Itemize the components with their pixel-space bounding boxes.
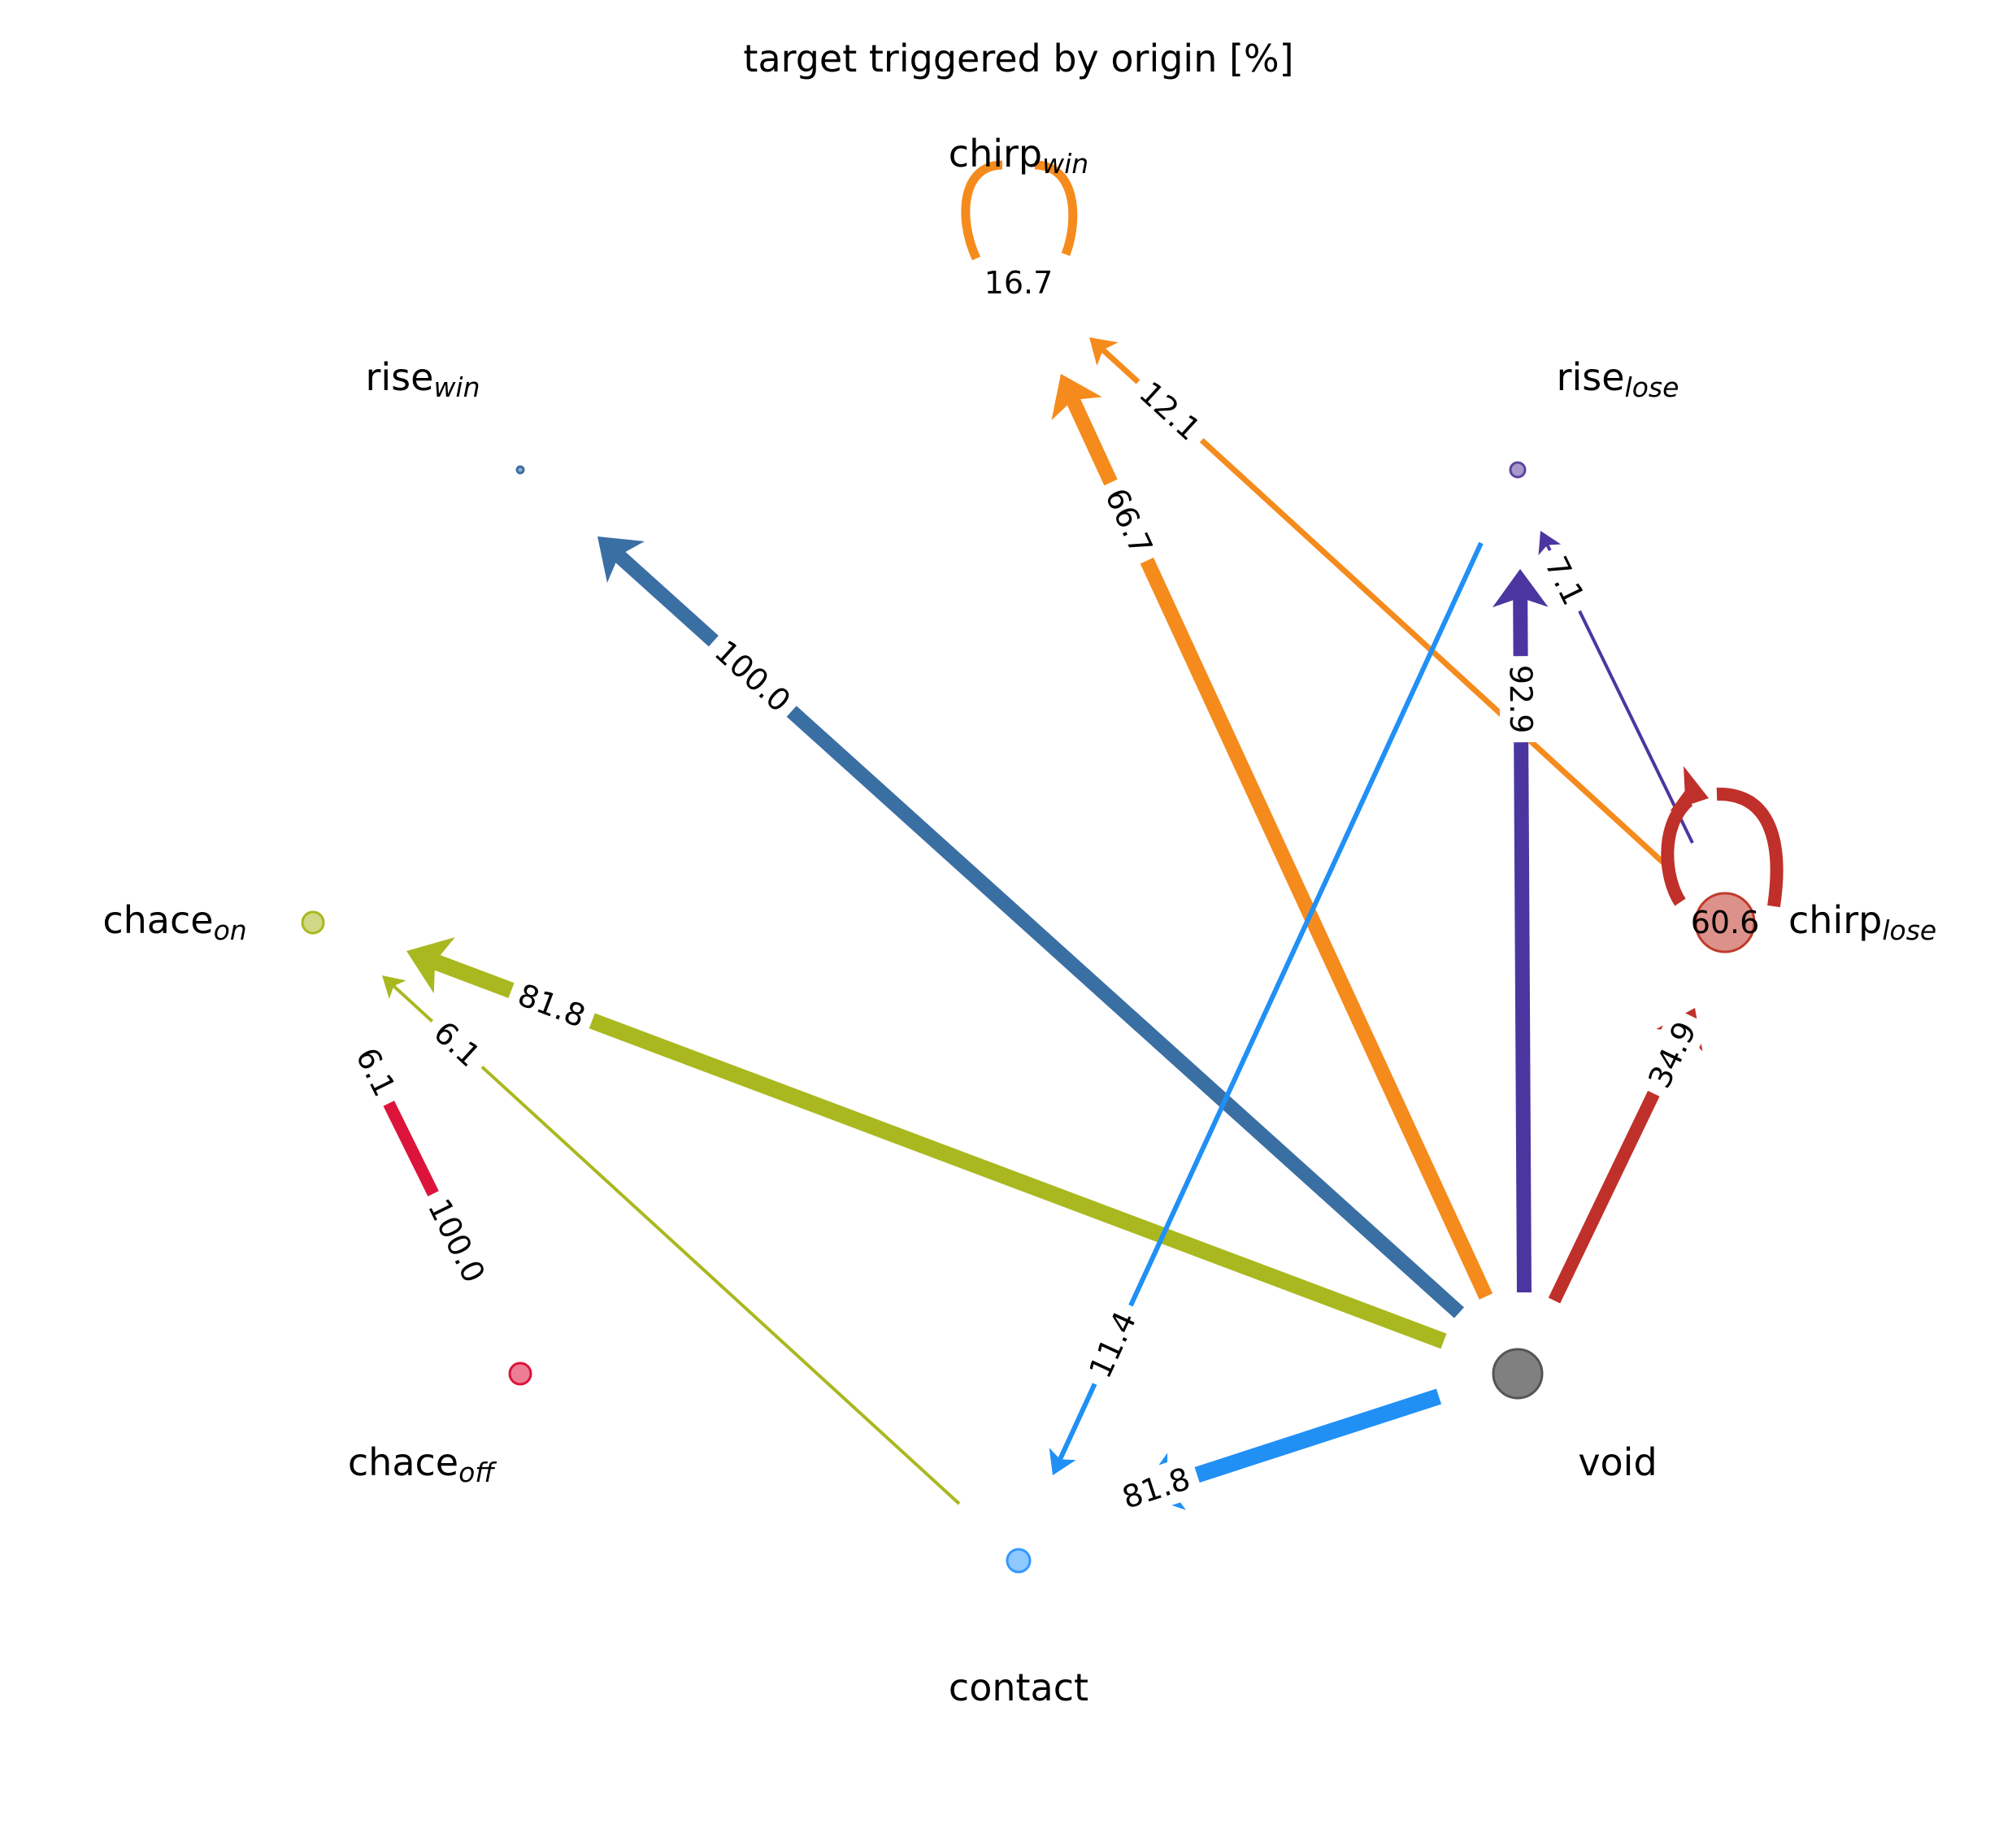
edge-label-3-bg: [1499, 656, 1543, 743]
edge-label-8-bg: [341, 1032, 410, 1112]
self-loop-label-1-text: 60.6: [1691, 905, 1760, 940]
edge-label-9: 100.0: [414, 1184, 499, 1297]
node-chace-on-label: chaceon: [102, 898, 246, 946]
edge-contact-to-chace-on-arrowhead: [382, 975, 406, 999]
edge-chirp-lose-to-rise-lose-arrowhead: [1538, 531, 1562, 556]
node-void-label: void: [1578, 1440, 1657, 1484]
node-chace-off-label: chaceoff: [348, 1440, 497, 1488]
self-loop-chirp-lose: [1661, 787, 1784, 908]
edge-void-to-rise-lose-arrowhead: [1492, 569, 1549, 608]
edge-label-3: 92.9: [1499, 656, 1543, 743]
node-void-label-base: void: [1578, 1440, 1657, 1484]
self-loop-label-0-text: 16.7: [984, 265, 1054, 301]
self-loop-label-1: 60.6: [1691, 905, 1760, 940]
edge-label-11-bg: [1075, 1296, 1150, 1393]
edge-void-to-chirp-win-arrowhead: [1051, 374, 1102, 421]
node-void: [1492, 1348, 1544, 1400]
node-rise-win: [515, 465, 525, 475]
node-rise-lose-label-base: rise: [1557, 355, 1625, 399]
node-rise-lose-label: riselose: [1557, 355, 1679, 403]
edge-chirp-lose-to-chirp-win-arrowhead: [1089, 337, 1119, 366]
edge-label-2-bg: [1123, 366, 1216, 456]
node-contact-label: contact: [949, 1665, 1088, 1709]
edge-label-4: 7.1: [1531, 541, 1599, 621]
edge-label-6-bg: [503, 971, 600, 1041]
edge-label-10: 81.8: [1108, 1454, 1204, 1522]
node-chirp-lose-label-base: chirp: [1788, 898, 1882, 942]
node-chirp-win-label-base: chirp: [949, 132, 1042, 176]
edge-label-5: 34.9: [1634, 1006, 1710, 1103]
node-rise-win-label-base: rise: [365, 355, 433, 399]
edge-void-to-rise-win-arrowhead: [597, 536, 645, 583]
node-rise-win-label-sub: win: [433, 371, 480, 403]
edge-label-8: 6.1: [341, 1032, 410, 1112]
node-chirp-win-label: chirpwin: [949, 132, 1088, 180]
node-chace-on-label-sub: on: [214, 914, 247, 946]
node-chace-off: [508, 1361, 532, 1386]
diagram-title: target triggered by origin [%]: [743, 37, 1293, 80]
edge-label-7-bg: [418, 1005, 497, 1083]
self-loops-layer: [961, 160, 1784, 908]
node-chirp-lose-label: chirplose: [1788, 898, 1936, 946]
self-loop-label-0-bg: [975, 262, 1062, 304]
self-loop-label-0: 16.7: [975, 262, 1062, 304]
node-chace-on: [301, 910, 325, 935]
self-loop-chirp-lose-arrowhead: [1670, 766, 1709, 811]
node-contact-label-base: contact: [949, 1665, 1088, 1709]
edge-label-1: 66.7: [1091, 473, 1167, 570]
edge-label-11: 11.4: [1075, 1296, 1150, 1393]
node-rise-lose: [1509, 461, 1527, 479]
node-chirp-lose: [1694, 892, 1756, 953]
node-rise-lose-label-sub: lose: [1625, 371, 1679, 403]
edge-label-3-text: 92.9: [1503, 665, 1539, 734]
edge-label-0: 100.0: [699, 625, 806, 727]
edge-label-1-bg: [1091, 473, 1167, 570]
node-chirp-win-label-sub: win: [1042, 148, 1088, 180]
edge-label-6: 81.8: [503, 971, 600, 1041]
self-loop-chirp-win: [961, 160, 1078, 261]
edge-label-9-bg: [414, 1184, 499, 1297]
edge-label-9-text: 100.0: [421, 1193, 493, 1288]
edge-label-0-bg: [699, 625, 806, 727]
node-chirp-lose-label-sub: lose: [1882, 914, 1936, 946]
edge-labels-layer: 100.066.712.192.97.134.981.86.16.1100.08…: [341, 262, 1760, 1522]
edge-void-to-chace-on: [430, 953, 1447, 1349]
node-chace-off-label-base: chace: [348, 1440, 458, 1484]
edge-contact-to-chace-on: [392, 984, 961, 1505]
edge-label-10-bg: [1108, 1454, 1204, 1522]
node-chace-off-label-sub: off: [458, 1457, 497, 1488]
edge-label-4-bg: [1531, 541, 1599, 621]
edges-layer: [356, 337, 1703, 1510]
node-chace-on-label-base: chace: [102, 898, 213, 942]
node-contact: [1006, 1548, 1032, 1574]
edge-void-to-contact: [1162, 1388, 1442, 1493]
edge-rise-lose-to-contact-arrowhead: [1049, 1448, 1076, 1475]
edge-void-to-chace-on-arrowhead: [406, 936, 455, 994]
node-rise-win-label: risewin: [365, 355, 480, 403]
edge-label-5-bg: [1634, 1006, 1710, 1103]
